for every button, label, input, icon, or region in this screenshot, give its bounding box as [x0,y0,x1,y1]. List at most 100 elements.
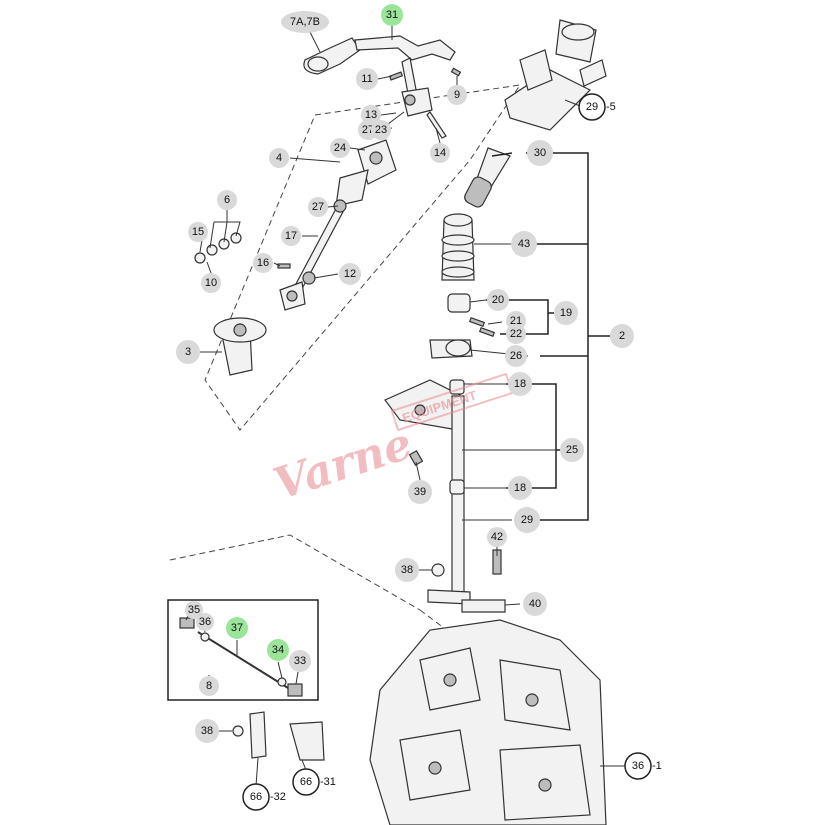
svg-text:43: 43 [518,238,530,250]
svg-text:16: 16 [257,257,269,269]
svg-text:-32: -32 [270,791,286,803]
svg-text:26: 26 [510,350,522,362]
svg-text:4: 4 [276,152,282,164]
callout-15: 15 [188,222,208,242]
svg-text:33: 33 [294,655,306,667]
svg-text:18: 18 [514,482,526,494]
svg-text:29: 29 [521,514,533,526]
svg-text:10: 10 [205,277,217,289]
callout-25: 25 [560,438,584,462]
svg-text:34: 34 [272,644,284,656]
callout-18-upper: 18 [508,372,532,396]
callout-9: 9 [447,85,467,105]
shift-lever-upper [194,35,462,376]
callout-43: 43 [511,231,537,257]
callout-10: 10 [201,273,221,293]
callout-20: 20 [487,289,509,311]
center-column [384,147,511,613]
lower-linkage [167,599,325,761]
svg-text:29: 29 [586,101,598,113]
svg-text:37: 37 [231,622,243,634]
svg-text:23: 23 [375,124,387,136]
svg-text:40: 40 [529,598,541,610]
callout-24: 24 [330,138,350,158]
svg-text:14: 14 [434,147,446,159]
svg-text:3: 3 [185,346,191,358]
svg-text:36: 36 [632,760,644,772]
watermark-text: Varne [268,418,419,510]
callout-35: 35 [185,601,203,619]
svg-text:19: 19 [560,307,572,319]
callout-29-5: 29 -5 [578,93,616,121]
svg-text:38: 38 [401,564,413,576]
upper-mount [504,19,607,131]
svg-text:9: 9 [454,89,460,101]
callout-42: 42 [487,527,507,547]
callout-40: 40 [523,592,547,616]
callout-36-1: 36 -1 [624,752,662,780]
svg-text:21: 21 [510,315,522,327]
svg-text:66: 66 [300,776,312,788]
callout-13: 13 [361,105,381,125]
callout-38-lower: 38 [195,719,219,743]
callout-16: 16 [253,253,273,273]
svg-text:6: 6 [224,194,230,206]
transmission-housing [369,619,607,825]
svg-text:24: 24 [334,142,346,154]
callout-26: 26 [505,345,527,367]
svg-text:30: 30 [534,147,546,159]
callout-4: 4 [269,148,289,168]
svg-text:11: 11 [361,73,372,85]
callout-66-32: 66 -32 [242,783,286,811]
svg-text:12: 12 [344,268,356,280]
callout-3: 3 [176,340,200,364]
svg-text:18: 18 [514,378,526,390]
callout-30: 30 [527,140,553,166]
svg-text:20: 20 [492,294,504,306]
callouts: 7A,7B 31 11 9 29 -5 13 27 23 [176,4,662,811]
svg-text:27: 27 [312,201,324,213]
callout-6: 6 [217,190,237,210]
svg-text:2: 2 [619,330,625,342]
callout-11: 11 [356,68,378,90]
svg-text:13: 13 [365,109,377,121]
svg-text:66: 66 [250,791,262,803]
svg-text:35: 35 [188,604,200,616]
callout-17: 17 [281,226,301,246]
svg-text:38: 38 [201,725,213,737]
callout-39: 39 [408,480,432,504]
callout-33: 33 [289,650,311,672]
svg-text:15: 15 [192,226,204,238]
dashed-outlines [169,84,522,641]
callout-2: 2 [610,324,634,348]
svg-text:8: 8 [206,680,212,692]
callout-8: 8 [199,676,219,696]
svg-text:-5: -5 [606,101,616,113]
svg-text:-31: -31 [320,776,336,788]
callout-66-31: 66 -31 [292,768,336,796]
svg-text:39: 39 [414,486,426,498]
callout-38-upper: 38 [395,558,419,582]
svg-text:-1: -1 [652,760,662,772]
svg-text:42: 42 [491,531,503,543]
svg-text:22: 22 [510,328,522,340]
callout-34: 34 [267,639,289,661]
callout-19: 19 [554,301,578,325]
callout-37: 37 [226,617,248,639]
svg-text:31: 31 [386,9,398,21]
svg-text:36: 36 [199,616,211,628]
svg-text:25: 25 [566,444,578,456]
callout-18-lower: 18 [508,476,532,500]
callout-12: 12 [339,263,361,285]
callout-14: 14 [430,143,450,163]
callout-23: 23 [371,120,391,140]
callout-7a7b: 7A,7B [281,11,329,33]
callout-31: 31 [381,4,403,26]
svg-text:7A,7B: 7A,7B [290,16,320,28]
callout-27-middle: 27 [308,197,328,217]
watermark: Varne EQUIPMENT [268,372,514,510]
callout-22: 22 [506,324,526,344]
callout-36: 36 [196,613,214,631]
svg-text:17: 17 [285,230,297,242]
